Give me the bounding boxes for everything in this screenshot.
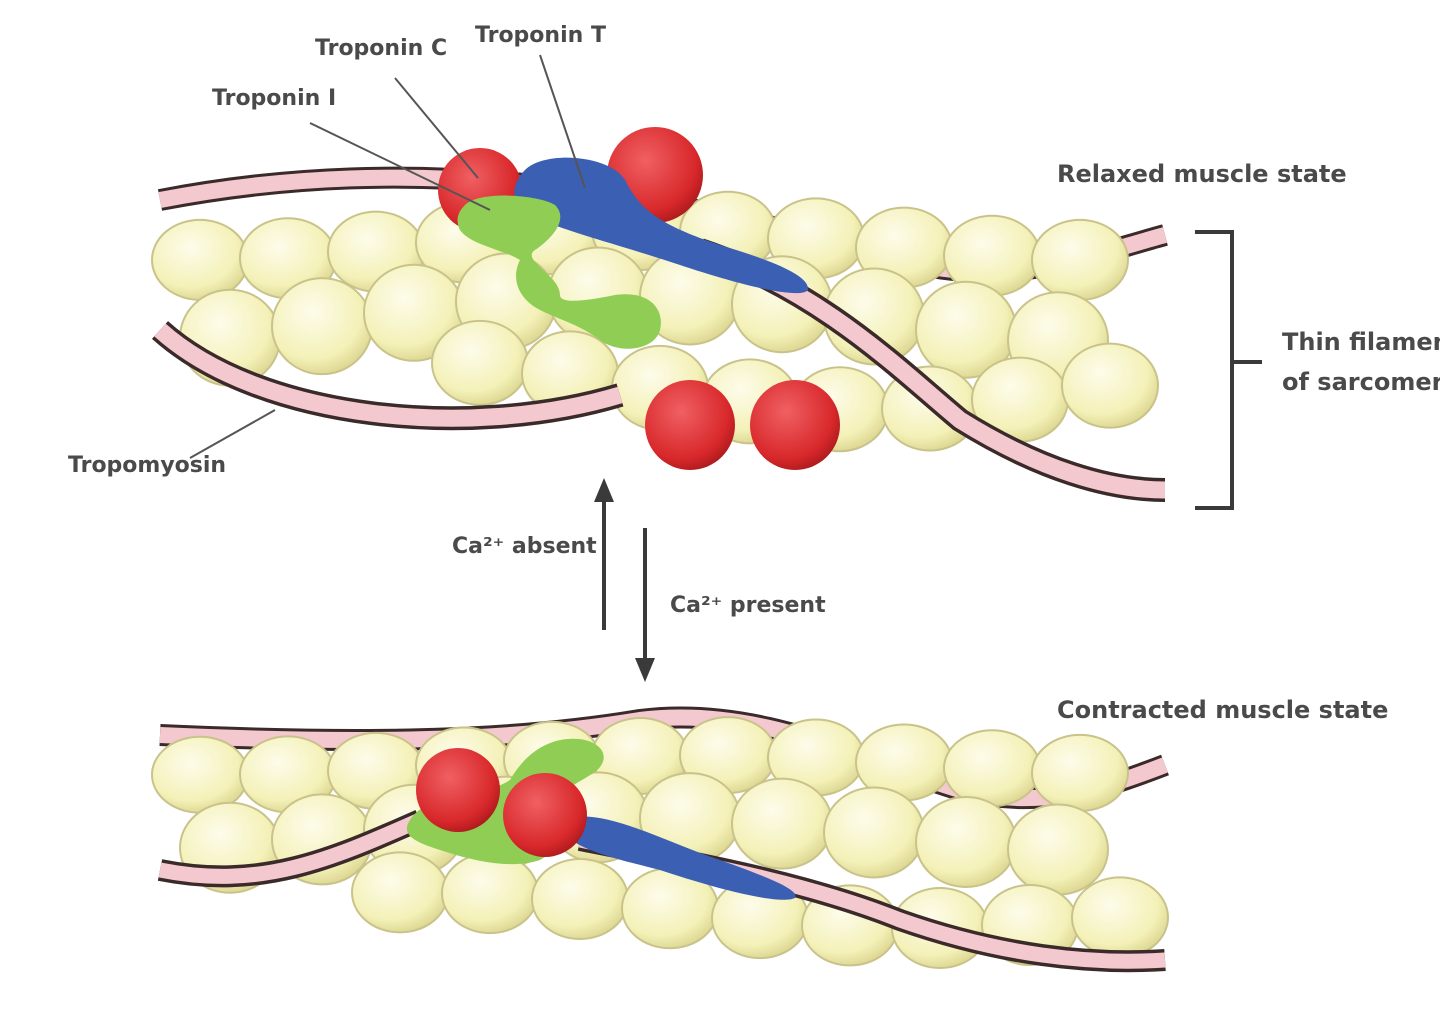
relaxed-filament bbox=[151, 127, 1168, 502]
troponin-t-shape-bottom bbox=[560, 816, 796, 900]
troponin-t-shape bbox=[514, 157, 809, 294]
troponin-c-lower-2 bbox=[750, 380, 840, 470]
actin-bead-top-middle-1 bbox=[271, 277, 373, 376]
actin-bead-bottom-lower-0 bbox=[351, 851, 449, 934]
label-contracted-state: Contracted muscle state bbox=[1057, 696, 1388, 724]
leader-lines bbox=[189, 54, 586, 459]
label-ca-absent: Ca²⁺ absent bbox=[452, 534, 597, 559]
thin-filament-bracket bbox=[1195, 230, 1262, 510]
actin-bead-bottom-lower-2 bbox=[531, 857, 629, 940]
actin-bead-top-lower-7 bbox=[1061, 342, 1159, 429]
troponin-i-shape bbox=[457, 195, 661, 349]
leader-troponin-c bbox=[394, 77, 479, 179]
label-thin-filament-line2: of sarcomere bbox=[1282, 368, 1440, 396]
actin-bead-bottom-upper-0 bbox=[151, 735, 249, 814]
actin-bead-bottom-middle-7 bbox=[823, 786, 925, 879]
label-troponin-c: Troponin C bbox=[315, 36, 447, 61]
leader-troponin-t bbox=[539, 54, 586, 189]
leader-tropomyosin bbox=[189, 409, 276, 459]
label-troponin-t: Troponin T bbox=[475, 23, 606, 48]
actin-bead-bottom-middle-6 bbox=[731, 777, 833, 870]
actin-bead-bottom-middle-9 bbox=[1007, 803, 1109, 896]
actin-bead-top-upper-0 bbox=[151, 218, 249, 301]
troponin-c-bottom-left bbox=[416, 748, 500, 832]
label-tropomyosin: Tropomyosin bbox=[68, 453, 226, 478]
ca-absent-arrow bbox=[594, 478, 614, 630]
label-relaxed-state: Relaxed muscle state bbox=[1057, 160, 1347, 188]
label-thin-filament-line1: Thin filament bbox=[1282, 328, 1440, 356]
contracted-filament bbox=[151, 706, 1169, 973]
label-troponin-i: Troponin I bbox=[212, 86, 336, 111]
troponin-c-bottom-right bbox=[503, 773, 587, 857]
actin-bead-bottom-upper-10 bbox=[1031, 733, 1129, 812]
troponin-c-lower-1 bbox=[645, 380, 735, 470]
actin-bead-top-upper-10 bbox=[1031, 218, 1129, 301]
label-ca-present: Ca²⁺ present bbox=[670, 593, 826, 618]
actin-bead-bottom-middle-8 bbox=[915, 795, 1017, 888]
actin-bead-bottom-lower-1 bbox=[441, 852, 539, 935]
actin-bead-bottom-lower-8 bbox=[1071, 876, 1169, 959]
ca-present-arrow bbox=[635, 528, 655, 682]
leader-troponin-i bbox=[309, 122, 491, 211]
actin-bead-top-lower-0 bbox=[431, 319, 529, 406]
actin-bead-bottom-upper-9 bbox=[943, 729, 1041, 808]
